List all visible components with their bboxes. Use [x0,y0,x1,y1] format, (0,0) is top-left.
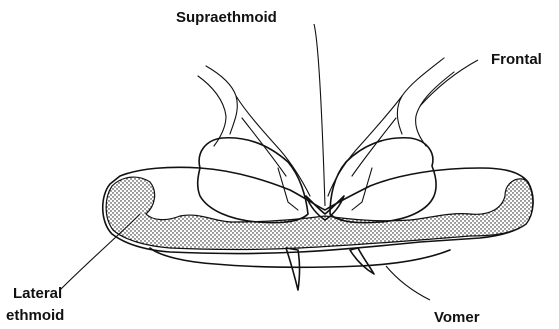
lateral-ethmoid-leader [60,214,140,290]
supraethmoid-leader [314,24,325,206]
frontal-leader [420,60,478,106]
vomer-leader [386,266,430,300]
right-orbit [330,138,436,223]
left-frontal-process [206,66,237,134]
vomer-label: Vomer [434,309,480,326]
right-frontal-process-inner [416,72,454,146]
left-frontal-process-inner [198,76,226,146]
lateral-ethmoid-label-line2: ethmoid [6,307,64,324]
right-vomerine-tooth [350,248,374,274]
left-frontal-process-ridge-2 [242,118,286,176]
right-frontal-process [397,58,444,134]
right-frontal-process-ridge [328,96,402,196]
lateral-ethmoid-label-line1: Lateral [13,285,62,302]
supraethmoid-label: Supraethmoid [176,9,277,26]
left-vomerine-tooth [286,248,300,290]
right-orbit-rim-detail [352,168,372,210]
frontal-label: Frontal [491,51,542,68]
left-orbit [198,138,308,223]
